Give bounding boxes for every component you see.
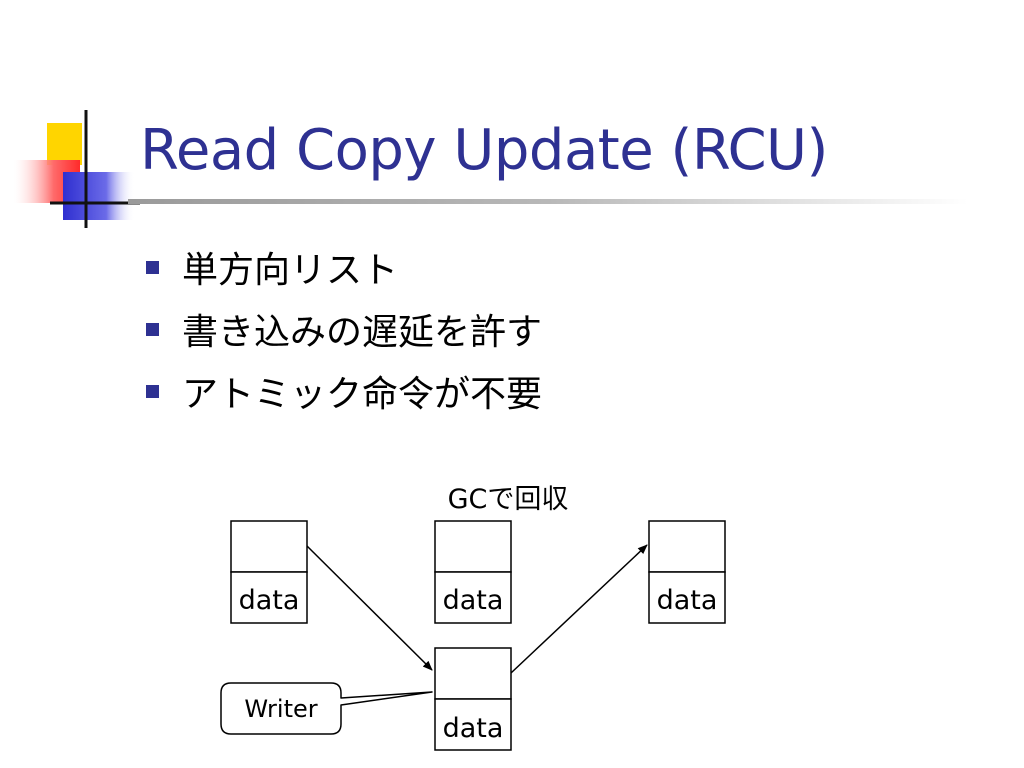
slide-logo-decoration	[14, 110, 140, 228]
logo-yellow-square	[47, 123, 82, 165]
writer-callout-label: Writer	[244, 695, 317, 723]
node-data-cell	[230, 571, 308, 624]
node-data-label: data	[443, 713, 504, 744]
list-node-right: data	[648, 520, 726, 624]
node-data-label: data	[443, 585, 504, 616]
node-data-label: data	[239, 585, 300, 616]
bullet-item: 書き込みの遅延を許す	[146, 298, 542, 360]
bullet-item: 単方向リスト	[146, 236, 542, 298]
node-pointer-cell	[434, 520, 512, 573]
bullet-text: 単方向リスト	[182, 250, 399, 291]
node-pointer-cell	[434, 647, 512, 700]
node-data-cell	[648, 571, 726, 624]
gc-label: GCで回収	[448, 484, 569, 515]
bullet-text: アトミック命令が不要	[182, 374, 543, 415]
writer-callout: Writer	[220, 682, 433, 735]
arrow-new-to-right	[510, 544, 648, 674]
list-node-middle-old: data	[434, 520, 512, 624]
bullet-square-icon	[146, 260, 159, 274]
bullet-text: 書き込みの遅延を許す	[182, 312, 543, 353]
arrow-left-to-new	[306, 545, 433, 671]
bullet-item: アトミック命令が不要	[146, 360, 542, 422]
bullet-list: 単方向リスト 書き込みの遅延を許す アトミック命令が不要	[146, 236, 542, 422]
node-data-cell	[434, 698, 512, 751]
node-data-cell	[434, 571, 512, 624]
list-node-new-copy: data	[434, 647, 512, 751]
list-node-left: data	[230, 520, 308, 624]
bullet-square-icon	[146, 322, 159, 336]
bullet-square-icon	[146, 384, 159, 398]
node-pointer-cell	[648, 520, 726, 573]
title-underline	[128, 199, 968, 204]
slide-title: Read Copy Update (RCU)	[140, 118, 828, 183]
node-pointer-cell	[230, 520, 308, 573]
node-data-label: data	[657, 585, 718, 616]
logo-blue-bar	[63, 172, 135, 220]
writer-callout-shape	[220, 682, 433, 735]
